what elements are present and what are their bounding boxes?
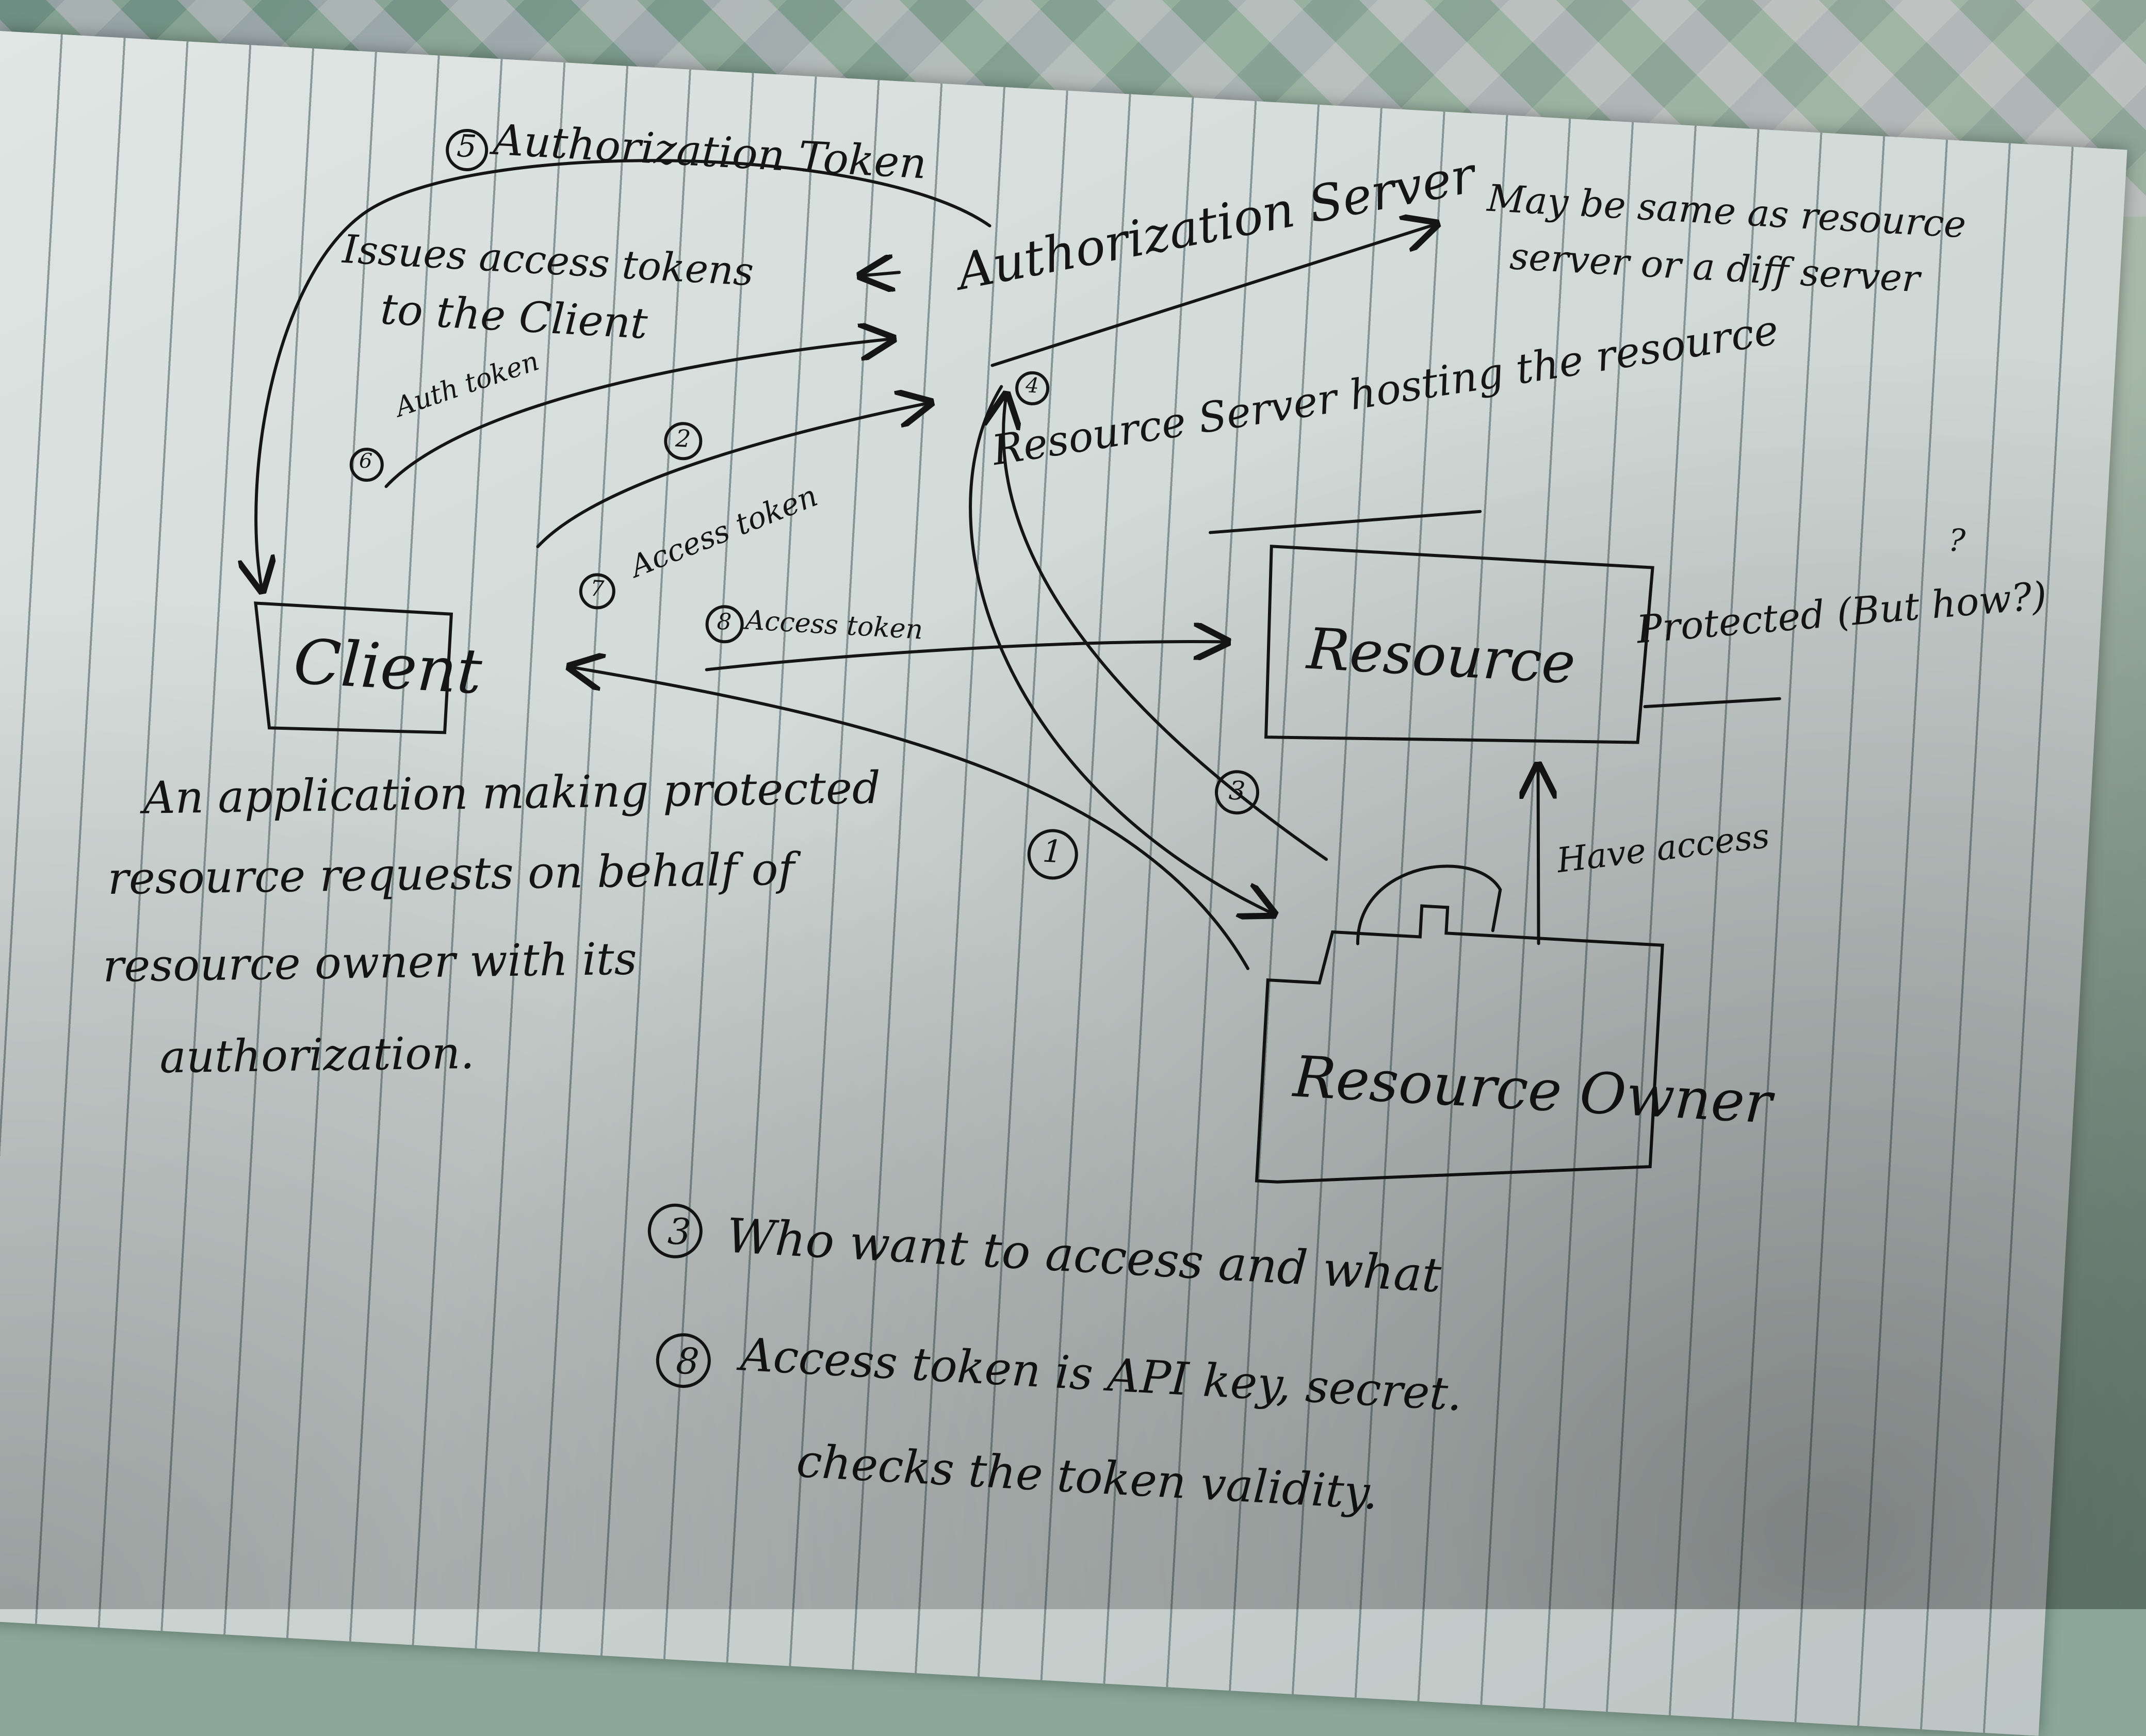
marker-5: 5 xyxy=(456,127,478,165)
marker-4: 4 xyxy=(1025,373,1040,398)
marker-2: 2 xyxy=(675,424,692,453)
question-mark: ? xyxy=(1947,522,1966,560)
client-desc-line4: authorization. xyxy=(159,1027,475,1084)
client-box xyxy=(254,601,453,734)
arrow-access-resource xyxy=(705,613,1225,672)
issues-line1: Issues access tokens xyxy=(341,225,755,295)
client-desc-line1: An application making protected xyxy=(142,762,881,824)
marker-circle-3 xyxy=(1214,770,1259,815)
protected-label: Protected (But how?) xyxy=(1635,574,2049,652)
auth-server-note-line1: May be same as resource xyxy=(1486,176,1968,247)
arrow-access-token xyxy=(536,382,928,548)
marker-circle-2 xyxy=(664,422,703,461)
authorization-server-label: Authorization Server xyxy=(952,145,1480,301)
arrow-step-1 xyxy=(558,667,1249,970)
issues-arrow xyxy=(863,270,901,277)
have-access-label: Have access xyxy=(1554,815,1772,881)
marker-circle-fn8 xyxy=(656,1333,711,1388)
footnote-8-line1: Access token is API key, secret. xyxy=(739,1328,1464,1421)
arrow-step-4 xyxy=(980,397,1328,861)
marker-circle-7 xyxy=(579,573,615,610)
footnote-8-marker: 8 xyxy=(675,1339,701,1383)
marker-1: 1 xyxy=(1042,833,1064,871)
arrow-step-3 xyxy=(969,385,1300,913)
issues-line2: to the Client xyxy=(379,285,649,349)
marker-3: 3 xyxy=(1228,775,1246,807)
owner-arc xyxy=(1356,864,1502,945)
marker-8: 8 xyxy=(716,608,733,635)
client-desc-line2: resource requests on behalf of xyxy=(107,843,795,905)
arrow-authorization-token xyxy=(251,159,991,628)
protected-underline xyxy=(1643,697,1781,709)
resource-box xyxy=(1264,545,1654,744)
marker-circle-6 xyxy=(349,448,384,482)
marker-6: 6 xyxy=(358,449,373,473)
marker-circle-5 xyxy=(446,128,489,171)
marker-circle-8 xyxy=(705,605,744,644)
marker-circle-1 xyxy=(1027,829,1078,880)
step6-label: Auth token xyxy=(391,346,543,423)
resource-server-underline xyxy=(1209,510,1482,534)
resource-label: Resource xyxy=(1305,615,1578,697)
marker-7: 7 xyxy=(589,575,605,602)
client-desc-line3: resource owner with its xyxy=(102,933,638,992)
marker-circle-fn3 xyxy=(647,1203,703,1258)
auth-server-line xyxy=(990,201,1434,367)
resource-server-label: Resource Server hosting the resource xyxy=(988,305,1782,475)
step5-label: Authorization Token xyxy=(492,115,928,189)
step7-label: Access token xyxy=(625,478,823,584)
marker-circle-4 xyxy=(1015,371,1050,405)
footnote-3: Who want to access and what xyxy=(725,1208,1443,1303)
step8-label: Access token xyxy=(744,604,924,646)
auth-server-note-line2: server or a diff server xyxy=(1508,234,1921,301)
resource-owner-label: Resource Owner xyxy=(1291,1043,1774,1136)
footnote-8-line2: checks the token validity. xyxy=(795,1434,1380,1520)
arrow-auth-token xyxy=(384,312,890,488)
footnote-3-marker: 3 xyxy=(666,1210,692,1254)
client-label: Client xyxy=(291,626,484,709)
have-access-arrow xyxy=(1529,768,1549,945)
resource-owner-shape xyxy=(1255,904,1664,1184)
